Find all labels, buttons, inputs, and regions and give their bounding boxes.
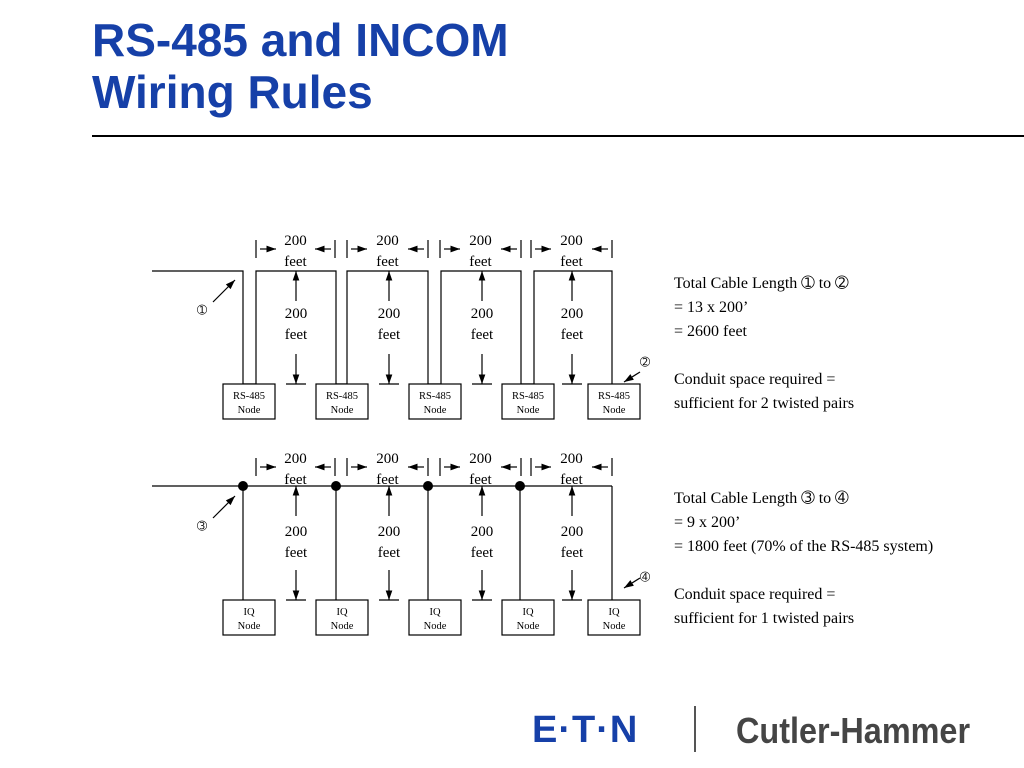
node-label-line2: Node — [238, 405, 261, 416]
marker-4: ➃ — [640, 570, 650, 584]
length-value-label: 200 — [378, 306, 401, 322]
incom-note-result: = 1800 feet (70% of the RS-485 system) — [674, 538, 934, 555]
length-value-label: 200 — [469, 233, 492, 249]
length-value-label: 200 — [471, 306, 494, 322]
junction-dot — [515, 481, 525, 491]
length-value-label: 200 — [376, 451, 399, 467]
rs485-note-formula: = 13 x 200’ — [674, 299, 749, 316]
node-label-line1: IQ — [608, 607, 619, 618]
length-unit-label: feet — [376, 472, 399, 488]
node-label-line2: Node — [517, 405, 540, 416]
iq-node-box — [315, 599, 369, 636]
length-unit-label: feet — [561, 327, 584, 343]
rs485-note-total: Total Cable Length ➀ to ➁ — [674, 275, 849, 292]
node-label-line1: RS-485 — [419, 391, 451, 402]
length-unit-label: feet — [378, 327, 401, 343]
rs485-node-box — [501, 383, 555, 420]
pointer-arrow — [623, 371, 641, 383]
iq-node-box — [501, 599, 555, 636]
rs485-note-pairs: sufficient for 2 twisted pairs — [674, 395, 855, 412]
rs485-node-box — [408, 383, 462, 420]
length-value-label: 200 — [560, 233, 583, 249]
junction-dot — [423, 481, 433, 491]
length-unit-label: feet — [285, 545, 308, 561]
node-label-line2: Node — [603, 405, 626, 416]
node-label-line1: RS-485 — [233, 391, 265, 402]
title-line-1: RS-485 and INCOM — [92, 14, 509, 66]
length-value-label: 200 — [376, 233, 399, 249]
junction-dot — [238, 481, 248, 491]
node-label-line2: Node — [517, 621, 540, 632]
length-value-label: 200 — [285, 524, 308, 540]
junction-dot — [331, 481, 341, 491]
node-label-line2: Node — [238, 621, 261, 632]
iq-node-box — [587, 599, 641, 636]
node-label-line1: RS-485 — [598, 391, 630, 402]
cutler-hammer-logo: Cutler-Hammer — [736, 710, 971, 751]
incom-note-formula: = 9 x 200’ — [674, 514, 741, 531]
rs485-note-result: = 2600 feet — [674, 323, 747, 340]
length-unit-label: feet — [284, 472, 307, 488]
length-unit-label: feet — [469, 472, 492, 488]
node-label-line1: IQ — [429, 607, 440, 618]
length-unit-label: feet — [560, 472, 583, 488]
length-unit-label: feet — [560, 254, 583, 270]
marker-3: ➂ — [197, 519, 207, 533]
length-value-label: 200 — [471, 524, 494, 540]
length-value-label: 200 — [285, 306, 308, 322]
node-label-line2: Node — [331, 621, 354, 632]
length-value-label: 200 — [469, 451, 492, 467]
length-value-label: 200 — [378, 524, 401, 540]
logo-divider — [694, 706, 696, 752]
length-unit-label: feet — [469, 254, 492, 270]
node-label-line1: IQ — [336, 607, 347, 618]
node-label-line1: IQ — [522, 607, 533, 618]
rs485-note-conduit: Conduit space required = — [674, 371, 836, 388]
iq-node-box — [222, 599, 276, 636]
length-unit-label: feet — [471, 327, 494, 343]
length-value-label: 200 — [561, 306, 584, 322]
incom-note-total: Total Cable Length ➂ to ➃ — [674, 490, 849, 507]
length-unit-label: feet — [378, 545, 401, 561]
length-value-label: 200 — [560, 451, 583, 467]
incom-note-conduit: Conduit space required = — [674, 586, 836, 603]
marker-2: ➁ — [640, 355, 650, 369]
node-label-line1: IQ — [243, 607, 254, 618]
title-divider — [92, 135, 1024, 137]
iq-node-box — [408, 599, 462, 636]
node-label-line2: Node — [424, 405, 447, 416]
rs485-node-box — [315, 383, 369, 420]
incom-note-pairs: sufficient for 1 twisted pairs — [674, 610, 855, 627]
eaton-logo: E·T·N — [532, 709, 639, 751]
node-label-line2: Node — [331, 405, 354, 416]
length-unit-label: feet — [561, 545, 584, 561]
length-value-label: 200 — [284, 233, 307, 249]
node-label-line2: Node — [424, 621, 447, 632]
length-unit-label: feet — [471, 545, 494, 561]
pointer-arrow — [212, 495, 236, 519]
marker-1: ➀ — [197, 303, 207, 317]
length-unit-label: feet — [285, 327, 308, 343]
length-value-label: 200 — [561, 524, 584, 540]
incom-note: Total Cable Length ➂ to ➃ = 9 x 200’ = 1… — [674, 487, 933, 631]
node-label-line1: RS-485 — [326, 391, 358, 402]
rs485-node-box — [587, 383, 641, 420]
page-title: RS-485 and INCOM Wiring Rules — [92, 14, 509, 118]
length-unit-label: feet — [376, 254, 399, 270]
length-value-label: 200 — [284, 451, 307, 467]
rs485-note: Total Cable Length ➀ to ➁ = 13 x 200’ = … — [674, 272, 854, 416]
pointer-arrow — [623, 577, 641, 589]
rs485-node-box — [222, 383, 276, 420]
title-line-2: Wiring Rules — [92, 66, 373, 118]
node-label-line2: Node — [603, 621, 626, 632]
length-unit-label: feet — [284, 254, 307, 270]
node-label-line1: RS-485 — [512, 391, 544, 402]
pointer-arrow — [212, 279, 236, 303]
